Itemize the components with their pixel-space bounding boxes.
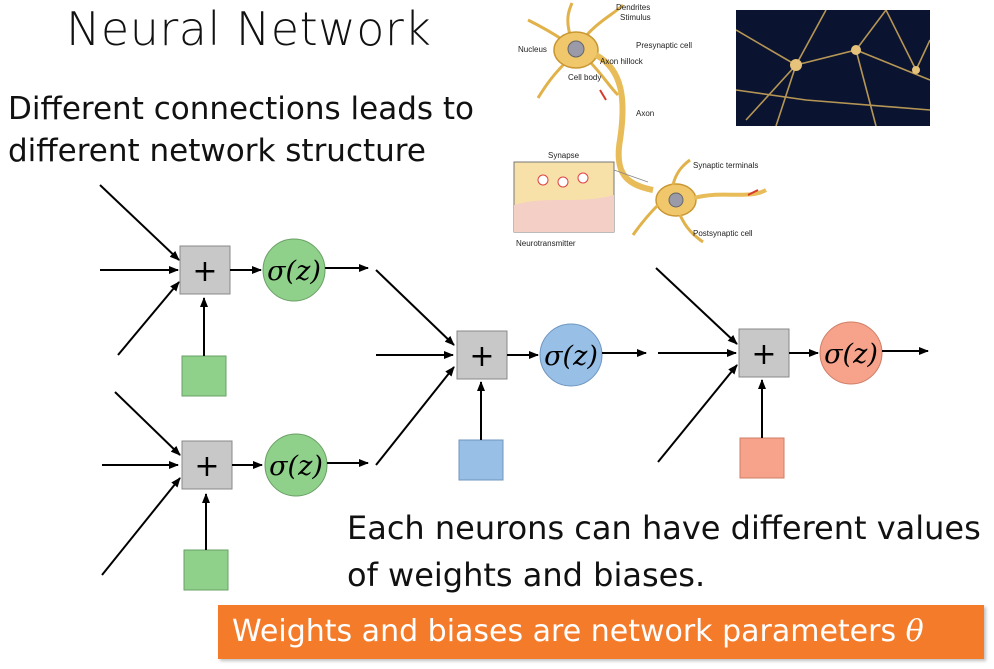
neuron-c: + σ(z) xyxy=(375,269,647,481)
bias-box xyxy=(739,437,785,479)
input-arrow xyxy=(375,269,455,346)
input-arrow xyxy=(99,184,180,261)
input-arrow xyxy=(655,267,738,345)
input-arrow xyxy=(375,366,455,466)
neuron-illustration: Dendrites Stimulus Nucleus Axon hillock … xyxy=(513,2,767,248)
connection-note: Different connections leads to different… xyxy=(8,88,474,172)
banner-text: Weights and biases are network parameter… xyxy=(232,614,906,649)
synapse-inset xyxy=(513,161,649,233)
input-arrow xyxy=(101,477,181,576)
sum-symbol: + xyxy=(751,337,776,372)
sum-symbol: + xyxy=(469,339,494,374)
activation-label: σ(z) xyxy=(544,341,598,372)
input-arrow xyxy=(117,281,180,356)
label-nucleus: Nucleus xyxy=(518,45,547,54)
label-neurotransmitter: Neurotransmitter xyxy=(516,239,576,248)
activation-circle xyxy=(819,321,883,385)
label-synapse: Synapse xyxy=(548,151,580,160)
bias-box xyxy=(458,439,504,481)
neuron-photo xyxy=(736,10,930,126)
sum-symbol: + xyxy=(192,254,217,289)
postsynaptic-neuron-drawing xyxy=(631,158,767,244)
neuron-b: + σ(z) xyxy=(101,391,369,591)
label-axon: Axon xyxy=(636,109,654,118)
activation-circle xyxy=(264,433,328,497)
sum-box xyxy=(738,328,790,378)
neuron-a: + σ(z) xyxy=(99,184,369,397)
label-cell-body: Cell body xyxy=(568,73,601,82)
sum-box xyxy=(456,330,508,380)
activation-circle xyxy=(262,238,326,302)
activation-label: σ(z) xyxy=(269,451,323,482)
input-arrow xyxy=(114,391,181,456)
label-synaptic-terminals: Synaptic terminals xyxy=(693,161,758,170)
bias-box xyxy=(181,355,227,397)
bias-note-line-1: Each neurons can have different values xyxy=(347,509,981,547)
label-postsynaptic: Postsynaptic cell xyxy=(693,229,753,238)
label-presynaptic: Presynaptic cell xyxy=(636,41,692,50)
presynaptic-neuron-drawing xyxy=(527,2,654,193)
sum-box xyxy=(179,245,231,295)
theta-symbol: θ xyxy=(905,614,924,649)
label-dendrites: Dendrites xyxy=(616,3,650,12)
sum-symbol: + xyxy=(194,449,219,484)
activation-label: σ(z) xyxy=(824,339,878,370)
bias-note: Each neurons can have different values o… xyxy=(347,505,981,599)
activation-label: σ(z) xyxy=(267,256,321,287)
sum-box xyxy=(181,440,233,490)
slide-title: Neural Network xyxy=(66,2,432,56)
label-stimulus: Stimulus xyxy=(620,13,651,22)
activation-circle xyxy=(539,323,603,387)
connection-note-line-2: different network structure xyxy=(8,133,426,169)
bias-note-line-2: of weights and biases. xyxy=(347,556,706,594)
parameter-banner: Weights and biases are network parameter… xyxy=(218,605,984,659)
bias-box xyxy=(183,549,229,591)
neuron-d: + σ(z) xyxy=(655,267,929,479)
label-axon-hillock: Axon hillock xyxy=(600,57,644,66)
input-arrow xyxy=(657,364,738,463)
connection-note-line-1: Different connections leads to xyxy=(8,91,474,127)
